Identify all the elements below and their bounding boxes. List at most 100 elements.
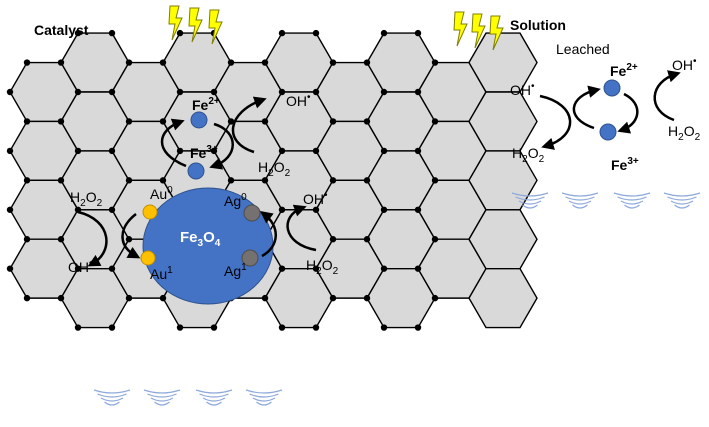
lattice-atom xyxy=(227,177,235,184)
lattice-atom xyxy=(329,236,337,243)
leached-label: Leached xyxy=(556,41,610,57)
lattice-atom xyxy=(125,294,133,302)
lattice-atom xyxy=(363,177,371,184)
lattice-atom xyxy=(57,177,65,184)
au0-ball xyxy=(142,204,158,220)
lattice-atom xyxy=(414,265,422,272)
lattice-atom xyxy=(159,59,167,66)
lattice-atom xyxy=(414,147,422,155)
lattice-atom xyxy=(414,206,422,213)
ripple-group xyxy=(93,192,701,406)
wave-ripple-icon xyxy=(143,389,181,406)
h2o2-solution-left: H2O2 xyxy=(512,145,545,165)
lattice-atom xyxy=(23,294,31,302)
lightning-icon xyxy=(208,9,223,45)
lattice-atom xyxy=(57,118,65,125)
lattice-atom xyxy=(74,265,82,272)
h2o2-left: H2O2 xyxy=(70,189,103,209)
arrow-au0-to-au1 xyxy=(121,213,141,259)
lattice-atom xyxy=(380,206,388,213)
lattice-atom xyxy=(431,294,439,302)
fe2-ball-catalyst xyxy=(190,111,208,129)
wave-ripple-icon xyxy=(511,192,549,209)
lattice-atom xyxy=(57,236,65,243)
lattice-atom xyxy=(108,265,116,272)
lattice-atom xyxy=(380,147,388,155)
wave-ripple-icon xyxy=(195,389,233,406)
lattice-atom xyxy=(6,206,14,213)
arrow-ag1-to-ag0 xyxy=(260,210,277,258)
lattice-atom xyxy=(227,59,235,66)
lattice-atom xyxy=(380,265,388,272)
lattice-atom xyxy=(278,265,286,272)
fe2-label-solution: Fe2+ xyxy=(610,62,638,79)
lattice-atom xyxy=(23,118,31,125)
oh-radical-solution-right: OH• xyxy=(672,56,697,73)
lattice-atom xyxy=(312,265,320,272)
arrow-sol-fe3-to-fe2 xyxy=(572,85,601,130)
graphene-hexagon-lattice xyxy=(6,29,538,331)
lattice-atom xyxy=(6,88,14,96)
lattice-atom xyxy=(431,118,439,125)
lattice-atom xyxy=(363,118,371,125)
lattice-atom xyxy=(261,177,269,184)
arrow-h2o2-to-oh-left xyxy=(77,210,108,267)
wave-ripple-icon xyxy=(561,192,599,209)
lattice-atom xyxy=(125,118,133,125)
hexagon-cell xyxy=(468,267,538,329)
h2o2-right: H2O2 xyxy=(306,257,339,277)
fe3-label-solution: Fe3+ xyxy=(611,156,639,173)
lattice-atom xyxy=(329,59,337,66)
arrow-sol-oh-to-h2o2 xyxy=(539,94,572,150)
lattice-atom xyxy=(159,294,167,302)
fe3-label-catalyst: Fe3+ xyxy=(190,144,218,161)
lattice-atom xyxy=(363,294,371,302)
lattice-atom xyxy=(278,147,286,155)
lattice-atom xyxy=(329,294,337,302)
wave-ripple-icon xyxy=(245,389,283,406)
lattice-atom xyxy=(176,147,184,155)
lattice-atom xyxy=(23,59,31,66)
lattice-atom xyxy=(159,118,167,125)
lattice-atom xyxy=(23,236,31,243)
ag0-ball xyxy=(243,204,261,222)
oh-radical-right: OH• xyxy=(303,190,328,207)
lattice-atom xyxy=(125,177,133,184)
ag1-ball xyxy=(241,249,259,267)
lattice-atom xyxy=(363,236,371,243)
lattice-atom xyxy=(278,29,286,37)
oh-radical-top: OH• xyxy=(286,92,311,109)
lattice-atom xyxy=(57,294,65,302)
lattice-atom xyxy=(414,324,422,331)
lattice-atom xyxy=(74,324,82,331)
lattice-atom xyxy=(108,206,116,213)
fe3o4-label: Fe3O4 xyxy=(180,229,221,249)
lattice-atom xyxy=(414,29,422,37)
catalyst-title: Catalyst xyxy=(34,22,89,38)
h2o2-solution-right: H2O2 xyxy=(668,123,701,143)
arrow-fe2-to-fe3 xyxy=(209,122,234,170)
lattice-atom xyxy=(74,147,82,155)
lattice-atom xyxy=(210,324,218,331)
lattice-atom xyxy=(431,236,439,243)
lightning-icon xyxy=(489,15,504,51)
fe3-ball-catalyst xyxy=(187,162,205,180)
au0-label: Au0 xyxy=(150,185,173,202)
lattice-atom xyxy=(380,324,388,331)
lightning-icon xyxy=(168,5,183,41)
catalyst-arrows xyxy=(77,96,317,267)
lightning-icon xyxy=(471,13,486,49)
lattice-atom xyxy=(23,177,31,184)
lattice-atom xyxy=(6,265,14,272)
lightning-group xyxy=(168,5,504,51)
lattice-atom xyxy=(278,206,286,213)
lattice-atom xyxy=(363,59,371,66)
arrow-sol-fe2-to-fe3 xyxy=(617,92,639,134)
lattice-atom xyxy=(312,29,320,37)
h2o2-top: H2O2 xyxy=(258,159,291,179)
lattice-atom xyxy=(227,118,235,125)
lattice-atom xyxy=(431,59,439,66)
lattice-atom xyxy=(108,88,116,96)
fe3-ball-solution xyxy=(599,123,617,141)
